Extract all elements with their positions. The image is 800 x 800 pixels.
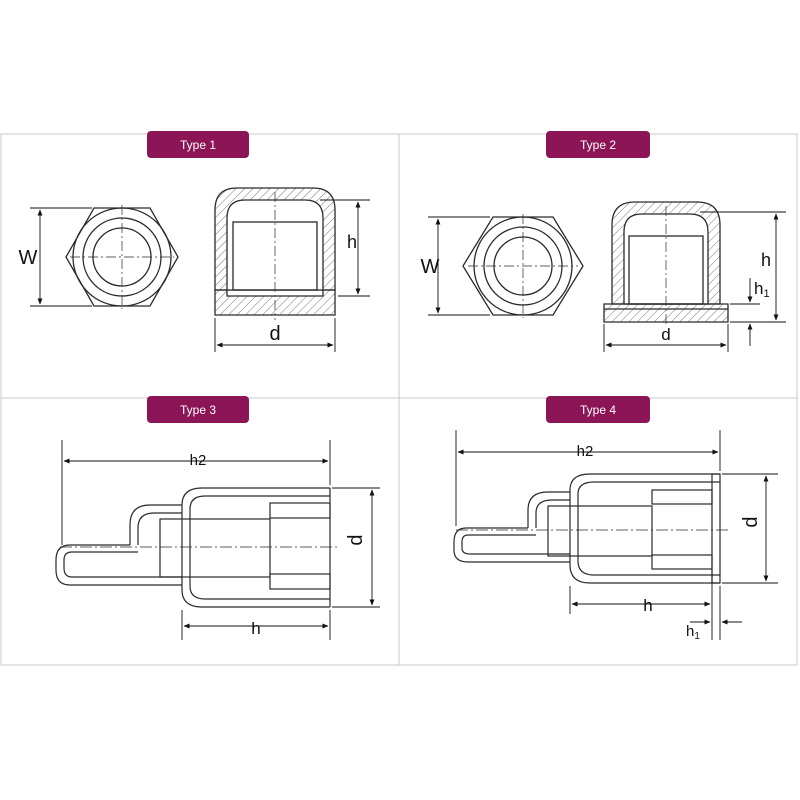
type-1-height-dimension xyxy=(320,199,370,297)
type-4-tag: Type 4 xyxy=(546,396,650,423)
type-3-height2-label: h2 xyxy=(190,452,207,469)
type-1-tag: Type 1 xyxy=(147,131,249,158)
type-3-tag: Type 3 xyxy=(147,396,249,423)
type-1-hex-top-view xyxy=(65,205,179,309)
type-4-diameter-label: d xyxy=(740,516,762,527)
type-2-title: Type 2 xyxy=(580,138,616,152)
type-2-hex-top-view xyxy=(462,214,584,318)
type-1-diameter-dimension xyxy=(214,318,336,352)
type-3-diameter-dimension xyxy=(332,487,380,608)
type-1-width-label: W xyxy=(19,247,38,269)
type-4-height2-dimension xyxy=(455,430,721,526)
type-4-height-dimension xyxy=(569,571,713,640)
type-2-height1-dimension xyxy=(730,278,760,346)
type-1-width-dimension xyxy=(30,207,92,307)
type-3-diameter-label: d xyxy=(345,534,367,545)
type-2-diameter-label: d xyxy=(661,325,670,344)
type-3-height2-dimension xyxy=(61,440,331,545)
type-2-cap-section xyxy=(603,201,729,326)
type-2-height-label: h xyxy=(761,250,771,270)
type-3-title: Type 3 xyxy=(180,403,216,417)
type-2-height1-label: h1 xyxy=(754,279,770,300)
type-2-width-label: W xyxy=(421,256,440,278)
type-2-tag: Type 2 xyxy=(546,131,650,158)
type-2-height-dimension xyxy=(700,211,786,323)
panel-grid xyxy=(0,133,798,666)
type-4-height-label: h xyxy=(643,596,652,615)
type-4-diameter-dimension xyxy=(722,473,778,584)
type-1-cap-section xyxy=(214,187,336,320)
type-3-height-dimension xyxy=(181,610,331,640)
type-4-height2-label: h2 xyxy=(577,443,594,460)
type-1-title: Type 1 xyxy=(180,138,216,152)
type-3-height-label: h xyxy=(251,619,260,638)
type-2-diameter-dimension xyxy=(603,324,729,352)
type-3-cap-section xyxy=(55,487,340,608)
type-1-diameter-label: d xyxy=(269,323,280,345)
type-4-height1-dimension xyxy=(690,586,742,640)
type-4-cap-section xyxy=(453,473,730,584)
type-4-height1-label: h1 xyxy=(686,623,700,642)
type-2-width-dimension xyxy=(428,216,490,316)
type-4-title: Type 4 xyxy=(580,403,616,417)
type-1-height-label: h xyxy=(347,232,357,252)
